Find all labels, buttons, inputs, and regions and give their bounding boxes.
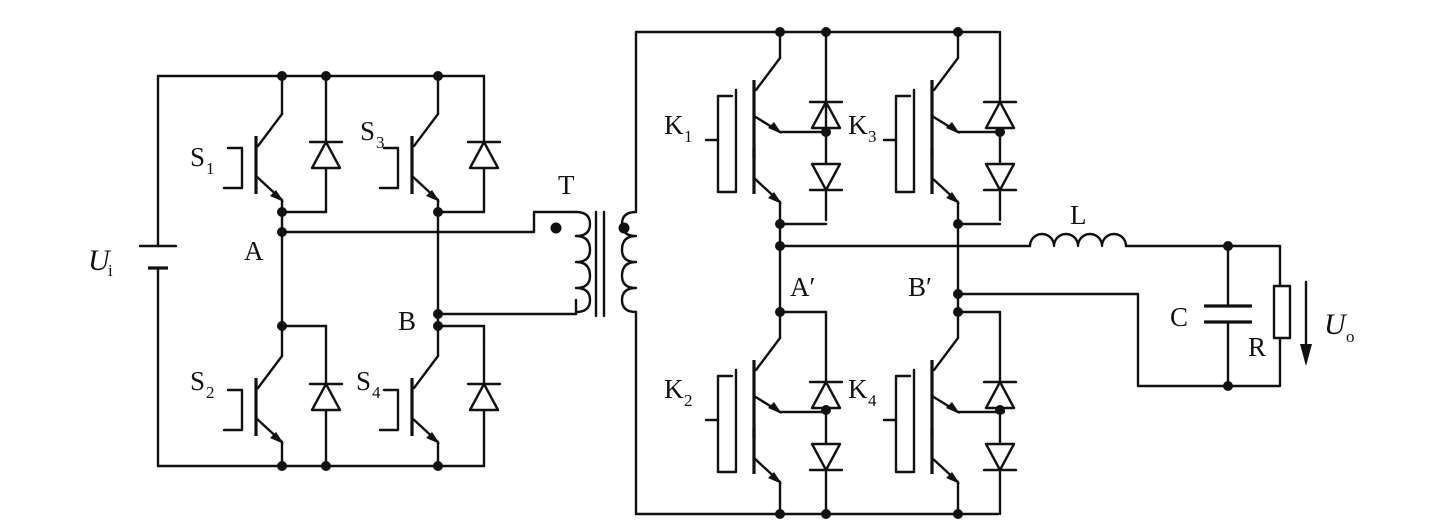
- label-uo-sub: o: [1346, 327, 1355, 346]
- label-r: R: [1248, 332, 1266, 362]
- labels: U i S 1 S 2 S 3 S 4 A B T K 1 K 2 K 3 K …: [88, 110, 1355, 410]
- label-uo: U: [1324, 308, 1348, 341]
- label-s4-sub: 4: [372, 383, 381, 402]
- label-s2: S: [190, 366, 205, 396]
- label-s1: S: [190, 142, 205, 172]
- label-k3-sub: 3: [868, 127, 877, 146]
- label-c: C: [1170, 302, 1188, 332]
- label-l: L: [1070, 200, 1087, 230]
- label-k2: K: [664, 374, 684, 404]
- label-k4-sub: 4: [868, 391, 877, 410]
- output-filter: [1028, 232, 1312, 391]
- label-b: B: [398, 306, 416, 336]
- label-ui-sub: i: [108, 261, 113, 280]
- label-k4: K: [848, 374, 868, 404]
- label-k1-sub: 1: [684, 127, 693, 146]
- label-ui: U: [88, 244, 112, 277]
- label-t: T: [558, 170, 575, 200]
- label-a: A: [244, 236, 264, 266]
- label-s3-sub: 3: [376, 133, 385, 152]
- label-s3: S: [360, 116, 375, 146]
- right-bridge: [704, 27, 1230, 519]
- transformer: [550, 30, 1000, 516]
- label-s4: S: [356, 366, 371, 396]
- label-k2-sub: 2: [684, 391, 693, 410]
- label-s2-sub: 2: [206, 383, 215, 402]
- label-s1-sub: 1: [206, 159, 215, 178]
- label-k1: K: [664, 110, 684, 140]
- label-a-prime: A′: [790, 272, 815, 302]
- label-b-prime: B′: [908, 272, 932, 302]
- label-k3: K: [848, 110, 868, 140]
- left-bridge: [138, 71, 578, 471]
